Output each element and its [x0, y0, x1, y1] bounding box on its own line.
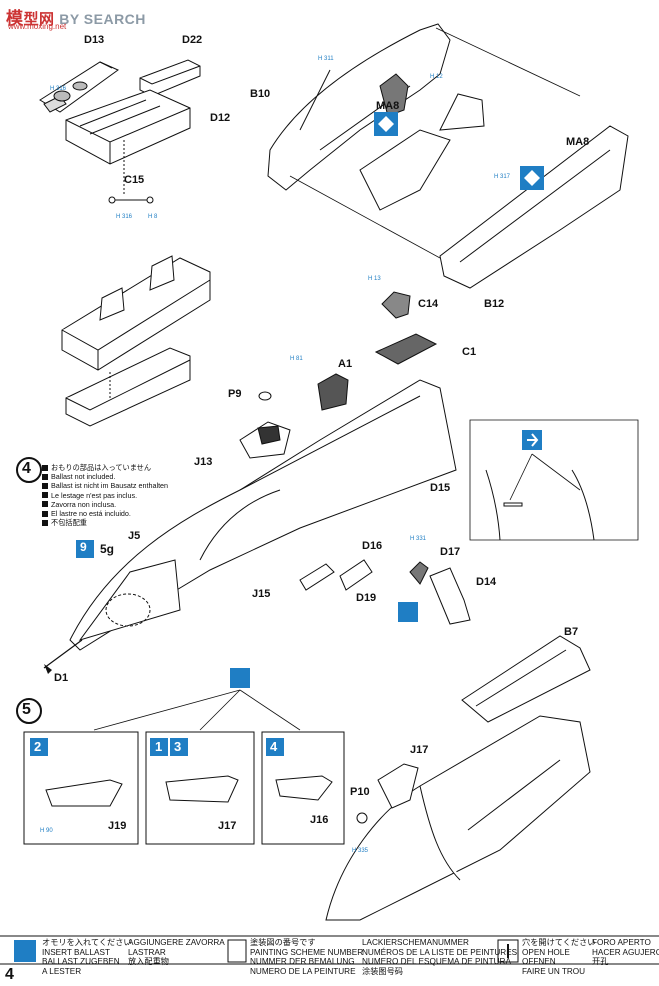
- part-b12: [359, 93, 629, 289]
- label-d12: D12: [210, 112, 231, 124]
- part-j5: [78, 559, 181, 641]
- part-seat-tub: [61, 255, 211, 371]
- label-b12: B12: [484, 298, 505, 310]
- label-j16: J16: [310, 814, 329, 826]
- label-d16: D16: [362, 540, 383, 552]
- step-5-number: 5: [22, 701, 31, 718]
- fuselage-aft: [325, 715, 591, 921]
- paint-h316-b: H 316: [116, 214, 133, 220]
- label-d17: D17: [440, 546, 461, 558]
- paint-h12-a: H 12: [430, 74, 443, 80]
- label-d15: D15: [430, 482, 451, 494]
- part-c1: [374, 333, 438, 365]
- ballast-badge: 9: [80, 540, 87, 554]
- label-d22: D22: [182, 34, 203, 46]
- part-d12: [65, 89, 191, 165]
- paint-h331: H 331: [410, 536, 427, 542]
- legend-insert-ballast: オモリを入れてください INSERT BALLAST BALLAST ZUGEB…: [42, 938, 132, 976]
- watermark-logo: 模型网 BY SEARCH: [6, 9, 146, 28]
- legend-foro: FORO APERTO HACER AGUJERO 开孔: [592, 938, 659, 967]
- paint-h8: H 8: [148, 214, 158, 220]
- legend-paint-scheme-b: LACKIERSCHEMANUMMER NUMÉROS DE LA LISTE …: [362, 938, 518, 976]
- label-j17-box: J17: [218, 820, 237, 832]
- legend-paint-scheme: 塗装図の番号です PAINTING SCHEME NUMBER NUMMER D…: [250, 938, 364, 976]
- paint-h316-a: H 316: [50, 86, 67, 92]
- label-j13: J13: [194, 456, 213, 468]
- part-c15: [108, 140, 154, 204]
- step-4-number: 4: [22, 460, 31, 477]
- label-c15: C15: [124, 174, 145, 186]
- label-c14: C14: [418, 298, 439, 310]
- option-4: 4: [270, 739, 278, 754]
- label-j15: J15: [252, 588, 271, 600]
- paint-h317: H 317: [494, 174, 511, 180]
- label-j5: J5: [128, 530, 141, 542]
- part-j13: [239, 421, 291, 459]
- label-p10: P10: [350, 786, 370, 798]
- part-lower-rails: [65, 347, 191, 427]
- paint-h81: H 81: [290, 356, 303, 362]
- label-c1: C1: [462, 346, 477, 358]
- label-d13: D13: [84, 34, 105, 46]
- watermark-url: www.moxing.net: [8, 22, 67, 31]
- label-d1: D1: [54, 672, 69, 684]
- label-j19: J19: [108, 820, 127, 832]
- label-b10: B10: [250, 88, 271, 100]
- option-2: 2: [34, 739, 42, 754]
- label-p9: P9: [228, 388, 242, 400]
- label-a1: A1: [338, 358, 353, 370]
- paint-h311: H 311: [318, 56, 334, 62]
- part-d22: [139, 59, 201, 97]
- legend-zavorra: AGGIUNGERE ZAVORRA LASTRAR 放入配重物: [128, 938, 225, 967]
- paint-h90: H 90: [40, 828, 53, 834]
- part-d13: [39, 61, 119, 113]
- page-number: 4: [5, 966, 14, 983]
- ballast-weight: 5g: [100, 542, 115, 556]
- part-b7: [461, 635, 591, 723]
- label-ma8-top: MA8: [376, 100, 400, 112]
- label-j17-top: J17: [410, 744, 429, 756]
- paint-h335: H 335: [352, 848, 369, 854]
- paint-h13: H 13: [368, 276, 381, 282]
- part-b10: [267, 23, 451, 191]
- part-c14: [381, 291, 411, 319]
- label-ma8-right: MA8: [566, 136, 590, 148]
- part-a1: [317, 373, 349, 411]
- option-1: 1: [155, 739, 163, 754]
- option-3: 3: [174, 739, 182, 754]
- label-b7: B7: [564, 626, 579, 638]
- label-d19: D19: [356, 592, 377, 604]
- label-d14: D14: [476, 576, 497, 588]
- legend-open-hole: 穴を開けてください OPEN HOLE OFFNEN FAIRE UN TROU: [522, 938, 596, 976]
- ballast-notes: おもりの部品は入っていません Ballast not included. Bal…: [42, 463, 168, 527]
